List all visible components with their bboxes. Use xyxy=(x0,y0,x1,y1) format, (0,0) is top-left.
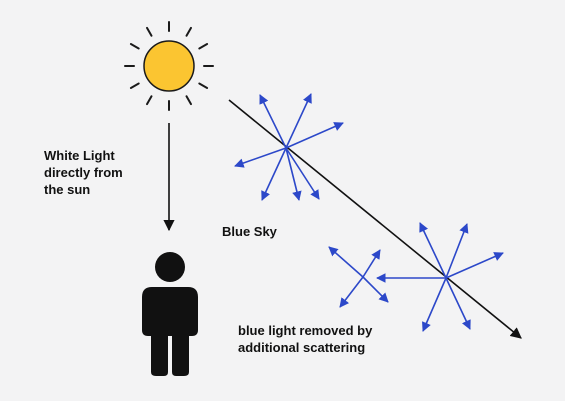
scatter-arrow xyxy=(285,147,320,200)
scatter-arrow xyxy=(285,93,312,149)
scatter-arrow xyxy=(234,147,287,168)
scattering-center-lower xyxy=(376,222,504,332)
sun-ray xyxy=(185,26,192,37)
scatter-arrow xyxy=(419,222,447,279)
sun-disc xyxy=(143,40,195,92)
person-icon xyxy=(142,252,198,376)
scattering-center-secondary xyxy=(328,246,389,308)
blue-sky-label: Blue Sky xyxy=(222,224,277,239)
scatter-arrow xyxy=(328,246,364,278)
removed-light-label: blue light removed by additional scatter… xyxy=(238,322,372,356)
scattered-light-ray xyxy=(228,99,522,339)
removed-light-label-line-1: blue light removed by xyxy=(238,323,373,338)
person-body xyxy=(142,287,198,376)
sun-ray xyxy=(198,43,209,50)
white-light-label-line-3: the sun xyxy=(44,182,91,197)
scatter-arrow xyxy=(362,249,381,278)
sun-ray xyxy=(198,82,209,89)
scatter-arrow xyxy=(445,277,471,330)
sun-icon xyxy=(124,21,214,111)
scatter-arrow xyxy=(422,277,447,332)
person-head xyxy=(155,252,185,282)
scatter-arrow xyxy=(285,147,302,201)
sun-ray xyxy=(146,95,153,106)
scatter-arrow xyxy=(339,276,364,308)
white-light-label-line-1: White Light xyxy=(44,148,115,163)
sun-ray xyxy=(129,43,140,50)
white-light-label-line-2: directly from xyxy=(44,165,123,180)
sun-ray xyxy=(129,82,140,89)
scatter-arrow xyxy=(362,276,389,303)
sun-rays xyxy=(124,21,214,111)
removed-light-label-line-2: additional scattering xyxy=(238,340,366,355)
sun-ray xyxy=(185,95,192,106)
scatter-arrow xyxy=(285,122,344,149)
scatter-arrow xyxy=(445,252,504,279)
scatter-arrow xyxy=(261,147,287,201)
scatter-arrow xyxy=(445,223,469,279)
scattering-center-upper xyxy=(234,93,344,201)
white-light-label: White Light directly from the sun xyxy=(44,147,123,198)
sun-ray xyxy=(146,26,153,37)
scatter-arrow xyxy=(259,94,287,149)
